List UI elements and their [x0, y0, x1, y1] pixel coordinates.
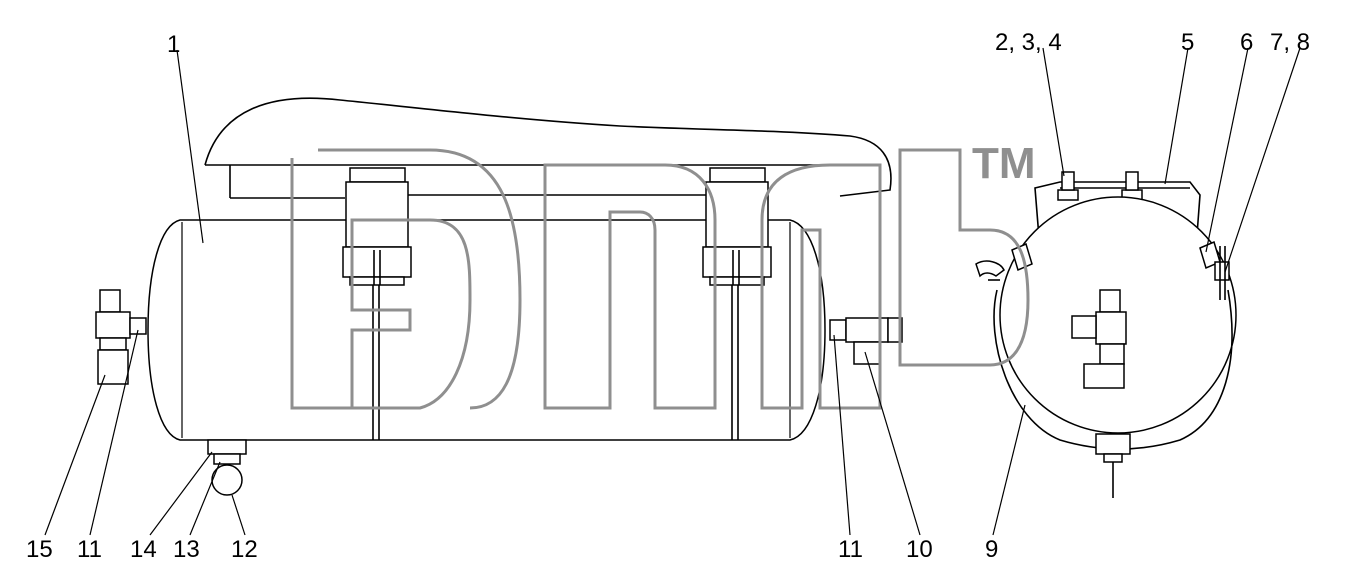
end-view-valve	[1071, 289, 1127, 389]
callout-6: 6	[1240, 29, 1253, 56]
callout-11-left: 11	[77, 536, 102, 563]
callout-12: 12	[231, 536, 258, 563]
valve-left	[95, 289, 147, 385]
callout-1: 1	[167, 31, 180, 58]
callout-10: 10	[906, 536, 933, 563]
drain-valve	[207, 439, 247, 496]
callout-2-3-4: 2, 3, 4	[995, 29, 1062, 56]
callout-7-8: 7, 8	[1270, 29, 1310, 56]
watermark: TM	[290, 139, 1036, 410]
callout-15: 15	[26, 536, 53, 563]
callout-11-right: 11	[838, 536, 863, 563]
callout-5: 5	[1181, 29, 1194, 56]
clamp-bracket	[1034, 171, 1201, 251]
end-view-drain	[1095, 433, 1131, 498]
leader-lines	[44, 47, 1301, 536]
mounting-bracket-left	[342, 167, 412, 440]
callout-9: 9	[985, 536, 998, 563]
callout-14: 14	[130, 536, 157, 563]
callout-13: 13	[173, 536, 200, 563]
watermark-text: TM	[972, 139, 1036, 188]
frame-member	[204, 97, 892, 199]
